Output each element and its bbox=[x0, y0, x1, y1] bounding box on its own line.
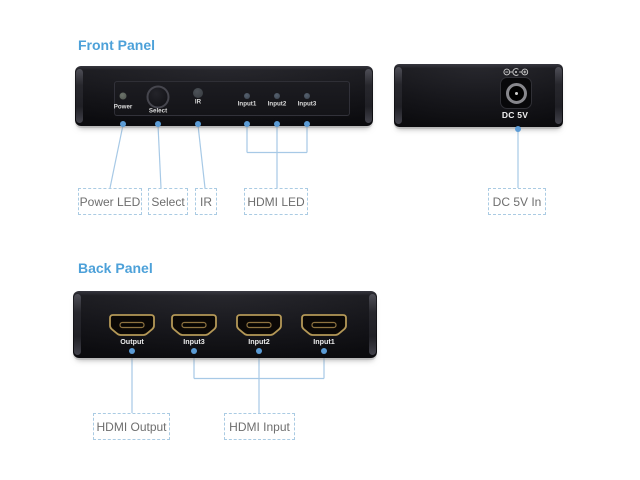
callout-hdmi-input-text: HDMI Input bbox=[229, 419, 290, 434]
dot-ir bbox=[195, 121, 201, 127]
dc-jack-ring bbox=[505, 82, 527, 104]
dot-back-input2 bbox=[256, 348, 262, 354]
polarity-icon bbox=[503, 68, 529, 76]
dot-input3 bbox=[304, 121, 310, 127]
input1-led bbox=[244, 93, 250, 99]
leader-power bbox=[109, 124, 124, 189]
callout-dc-5v-in: DC 5V In bbox=[488, 188, 546, 215]
callout-ir: IR bbox=[195, 188, 217, 215]
dot-back-input1 bbox=[321, 348, 327, 354]
select-button bbox=[146, 85, 170, 109]
leader-hdmi-led-bracket bbox=[246, 125, 308, 188]
dot-back-input3 bbox=[191, 348, 197, 354]
back-device: Output Input3 Input2 Input1 bbox=[73, 291, 377, 358]
input3-led bbox=[304, 93, 310, 99]
callout-select-text: Select bbox=[151, 194, 185, 209]
port-input2-label: Input2 bbox=[248, 338, 270, 346]
callout-hdmi-input: HDMI Input bbox=[224, 413, 295, 440]
callout-hdmi-led: HDMI LED bbox=[244, 188, 308, 215]
input2-led bbox=[274, 93, 280, 99]
back-panel-title: Back Panel bbox=[78, 260, 153, 276]
hdmi-port-output bbox=[109, 314, 155, 336]
power-led bbox=[119, 92, 127, 100]
side-device: DC 5V bbox=[394, 64, 563, 127]
input2-label: Input2 bbox=[267, 100, 287, 108]
dot-select bbox=[155, 121, 161, 127]
callout-power-led-text: Power LED bbox=[79, 194, 141, 209]
hdmi-port-input2 bbox=[236, 314, 282, 336]
leader-select bbox=[157, 124, 162, 189]
ir-receiver bbox=[193, 88, 203, 98]
dc-jack-pin bbox=[514, 91, 518, 95]
port-output-label: Output bbox=[120, 338, 144, 346]
dc-5v-label: DC 5V bbox=[501, 111, 529, 121]
input3-label: Input3 bbox=[297, 100, 317, 108]
front-device: Power Select IR Input1 Input2 Input3 bbox=[75, 66, 373, 126]
callout-hdmi-output: HDMI Output bbox=[93, 413, 170, 440]
port-input1-label: Input1 bbox=[313, 338, 335, 346]
dot-power bbox=[120, 121, 126, 127]
select-button-label: Select bbox=[148, 107, 168, 115]
dot-input1 bbox=[244, 121, 250, 127]
dot-output bbox=[129, 348, 135, 354]
dc-jack-icon bbox=[500, 77, 532, 109]
hdmi-port-input3 bbox=[171, 314, 217, 336]
front-panel-title: Front Panel bbox=[78, 37, 156, 53]
dot-dc bbox=[515, 126, 521, 132]
ir-label: IR bbox=[194, 98, 202, 106]
callout-select: Select bbox=[148, 188, 188, 215]
callout-hdmi-led-text: HDMI LED bbox=[247, 194, 305, 209]
hdmi-port-input1 bbox=[301, 314, 347, 336]
port-input3-label: Input3 bbox=[183, 338, 205, 346]
callout-power-led: Power LED bbox=[78, 188, 142, 215]
leader-hdmi-input-bracket bbox=[193, 352, 325, 413]
input1-label: Input1 bbox=[237, 100, 257, 108]
callout-dc-5v-in-text: DC 5V In bbox=[492, 194, 542, 209]
leader-ir bbox=[197, 124, 206, 189]
callout-ir-text: IR bbox=[200, 194, 212, 209]
power-led-label: Power bbox=[113, 103, 133, 111]
callout-hdmi-output-text: HDMI Output bbox=[96, 419, 167, 434]
dot-input2 bbox=[274, 121, 280, 127]
